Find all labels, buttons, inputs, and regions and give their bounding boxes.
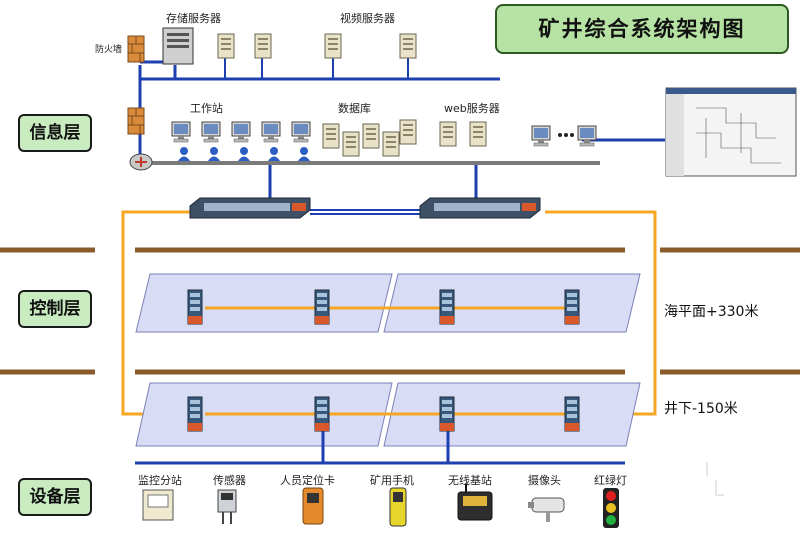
device-label: 无线基站 bbox=[448, 474, 492, 487]
workstation-icon bbox=[261, 121, 281, 143]
monitor-screenshot bbox=[665, 87, 797, 177]
camera-icon bbox=[528, 497, 565, 522]
database-server-icon bbox=[342, 131, 360, 157]
device-label: 传感器 bbox=[213, 474, 246, 487]
control-plane-right bbox=[383, 273, 641, 333]
diagram-title: 矿井综合系统架构图 bbox=[495, 4, 789, 54]
layer-label-device: 设备层 bbox=[18, 478, 92, 516]
device-label: 摄像头 bbox=[528, 474, 561, 487]
web-server-icon bbox=[439, 121, 457, 147]
surface-level-label: 海平面+330米 bbox=[664, 304, 759, 320]
control-plane-left bbox=[135, 273, 393, 333]
mining-phone-icon bbox=[389, 487, 407, 527]
underground-level-label: 井下-150米 bbox=[664, 401, 738, 417]
web-server-label: web服务器 bbox=[444, 102, 500, 115]
personnel-tag-icon bbox=[302, 487, 324, 525]
firewall-label: 防火墙 bbox=[95, 45, 123, 55]
layer-label-info: 信息层 bbox=[18, 114, 92, 152]
core-switch-icon bbox=[419, 197, 541, 219]
monitor-substation-icon bbox=[142, 489, 174, 521]
database-label: 数据库 bbox=[338, 102, 371, 115]
device-label: 红绿灯 bbox=[594, 474, 627, 487]
storage-server-icon bbox=[217, 33, 235, 59]
workstation-icon bbox=[231, 121, 251, 143]
user-icon bbox=[298, 147, 310, 161]
ring-switch-icon bbox=[439, 396, 455, 432]
sensor-icon bbox=[217, 489, 237, 524]
ring-switch-icon bbox=[564, 396, 580, 432]
ring-switch-icon bbox=[314, 396, 330, 432]
user-icon bbox=[178, 147, 190, 161]
workstation-icon bbox=[291, 121, 311, 143]
storage-server-icon bbox=[162, 27, 194, 65]
user-icon bbox=[238, 147, 250, 161]
database-server-icon bbox=[322, 123, 340, 149]
traffic-light-icon bbox=[603, 488, 619, 528]
workstation-icon bbox=[171, 121, 191, 143]
storage-server-icon bbox=[254, 33, 272, 59]
device-label: 监控分站 bbox=[138, 474, 182, 487]
ring-switch-icon bbox=[187, 396, 203, 432]
wireless-base-station-icon bbox=[457, 484, 493, 521]
database-server-icon bbox=[399, 119, 417, 145]
device-label: 矿用手机 bbox=[370, 474, 414, 487]
video-server-icon bbox=[324, 33, 342, 59]
workstation-group bbox=[171, 121, 311, 161]
ring-switch-icon bbox=[439, 289, 455, 325]
user-icon bbox=[268, 147, 280, 161]
video-server-icon bbox=[399, 33, 417, 59]
device-label: 人员定位卡 bbox=[280, 474, 335, 487]
ring-switch-icon bbox=[314, 289, 330, 325]
workstation-icon bbox=[201, 121, 221, 143]
firewall-icon bbox=[127, 35, 145, 63]
ring-switch-icon bbox=[564, 289, 580, 325]
user-icon bbox=[208, 147, 220, 161]
database-server-icon bbox=[362, 123, 380, 149]
core-switch-icon bbox=[189, 197, 311, 219]
ring-switch-icon bbox=[187, 289, 203, 325]
database-group bbox=[322, 119, 417, 157]
client-pc-icon bbox=[577, 125, 597, 147]
firewall-icon bbox=[127, 107, 145, 135]
client-pc-icon bbox=[531, 125, 551, 147]
storage-server-label: 存储服务器 bbox=[166, 12, 221, 25]
layer-label-control: 控制层 bbox=[18, 290, 92, 328]
router-icon bbox=[129, 153, 153, 171]
web-server-icon bbox=[469, 121, 487, 147]
video-server-label: 视频服务器 bbox=[340, 12, 395, 25]
workstation-label: 工作站 bbox=[190, 102, 223, 115]
database-server-icon bbox=[382, 131, 400, 157]
